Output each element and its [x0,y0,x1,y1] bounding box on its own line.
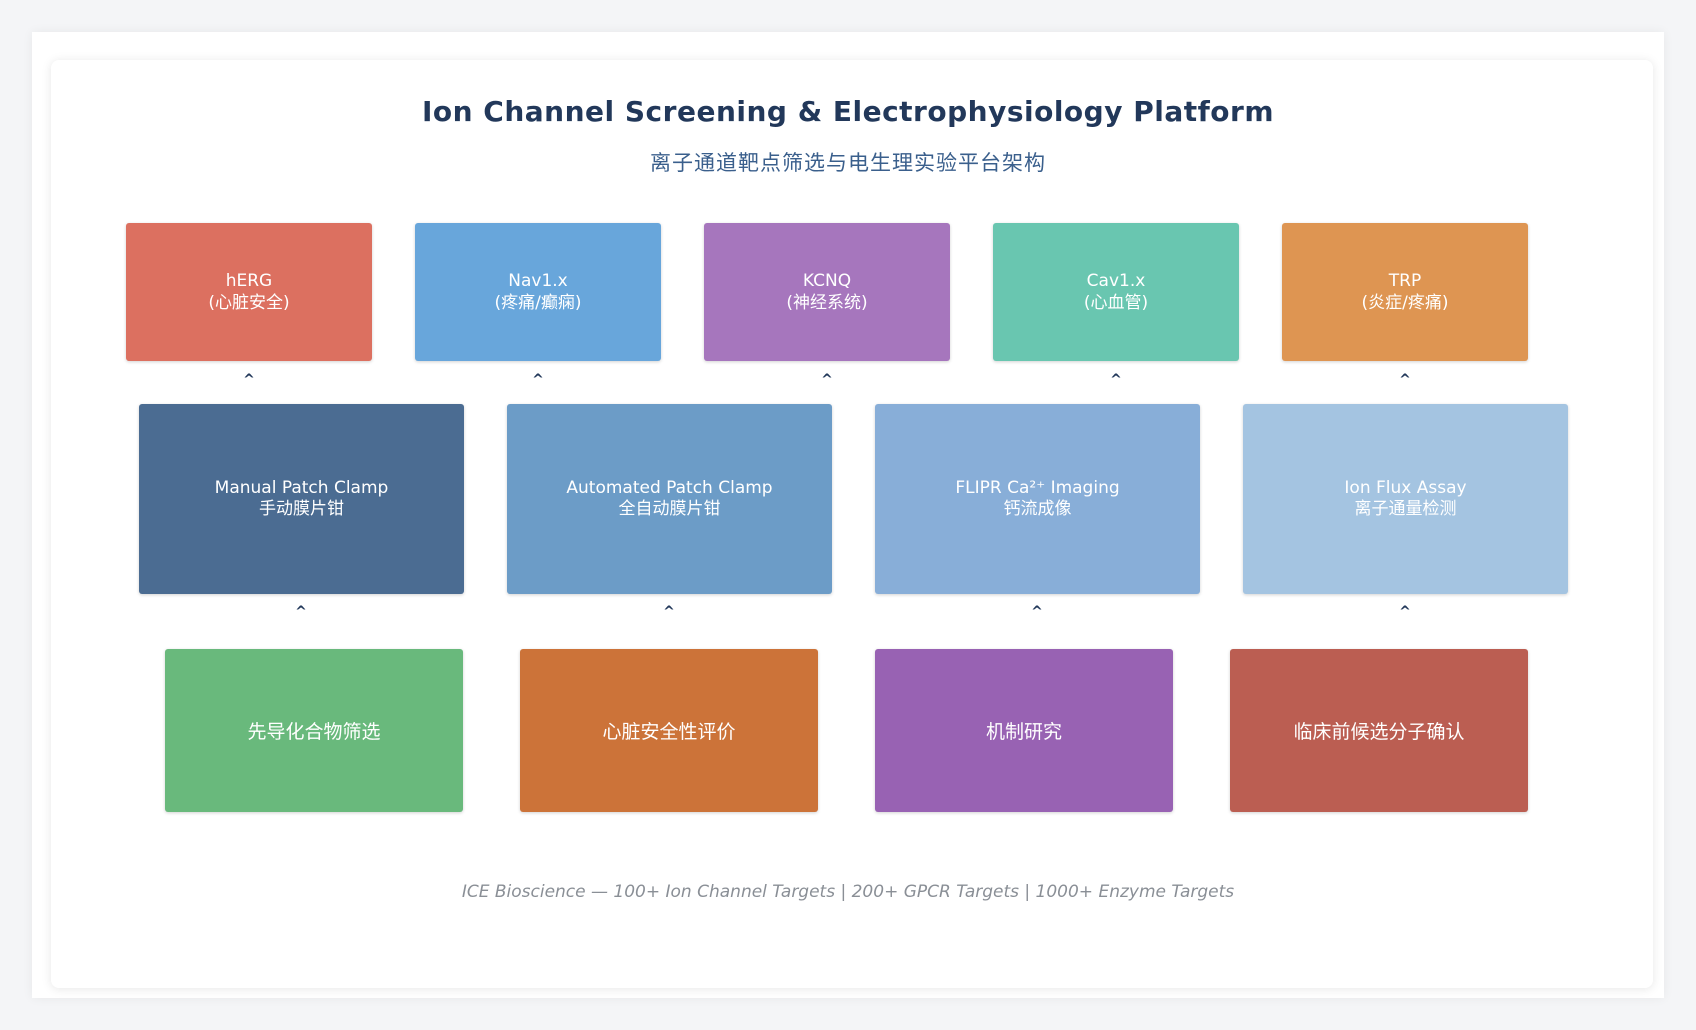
method-name: FLIPR Ca²⁺ Imaging [955,478,1120,498]
target-nav1x: Nav1.x (疼痛/癫痫) [415,223,661,361]
method-desc: 钙流成像 [1003,499,1072,519]
arrow-up-icon: ^ [663,604,675,620]
target-kcnq: KCNQ (神经系统) [704,223,950,361]
application-lead-screening: 先导化合物筛选 [165,649,463,812]
target-name: Nav1.x [508,271,568,291]
target-trp: TRP (炎症/疼痛) [1282,223,1528,361]
arrow-up-icon: ^ [295,604,307,620]
target-desc: (疼痛/癫痫) [494,293,582,313]
target-name: KCNQ [802,271,852,291]
method-manual-patch-clamp: Manual Patch Clamp 手动膜片钳 [139,404,464,594]
page-title: Ion Channel Screening & Electrophysiolog… [421,95,1275,128]
application-mechanism-study: 机制研究 [875,649,1173,812]
method-desc: 全自动膜片钳 [618,499,721,519]
target-desc: (炎症/疼痛) [1361,293,1449,313]
target-name: hERG [225,271,273,291]
method-name: Automated Patch Clamp [566,478,773,498]
target-herg: hERG (心脏安全) [126,223,372,361]
arrow-up-icon: ^ [1399,372,1411,388]
method-automated-patch-clamp: Automated Patch Clamp 全自动膜片钳 [507,404,832,594]
arrow-up-icon: ^ [532,372,544,388]
arrow-up-icon: ^ [1110,372,1122,388]
target-desc: (心脏安全) [208,293,290,313]
arrow-up-icon: ^ [821,372,833,388]
application-label: 机制研究 [985,721,1062,743]
target-name: TRP [1388,271,1422,291]
application-label: 先导化合物筛选 [247,721,381,743]
application-label: 临床前候选分子确认 [1293,721,1465,743]
method-flipr-imaging: FLIPR Ca²⁺ Imaging 钙流成像 [875,404,1200,594]
target-cav1x: Cav1.x (心血管) [993,223,1239,361]
method-name: Ion Flux Assay [1344,478,1467,498]
arrow-up-icon: ^ [1031,604,1043,620]
target-desc: (神经系统) [786,293,868,313]
application-label: 心脏安全性评价 [602,721,736,743]
method-ion-flux-assay: Ion Flux Assay 离子通量检测 [1243,404,1568,594]
method-desc: 手动膜片钳 [259,499,344,519]
page-subtitle: 离子通道靶点筛选与电生理实验平台架构 [650,151,1046,175]
arrow-up-icon: ^ [243,372,255,388]
application-cardiac-safety: 心脏安全性评价 [520,649,818,812]
method-name: Manual Patch Clamp [214,478,389,498]
method-desc: 离子通量检测 [1354,499,1457,519]
target-desc: (心血管) [1083,293,1149,313]
target-name: Cav1.x [1086,271,1146,291]
application-preclinical-candidate: 临床前候选分子确认 [1230,649,1528,812]
footer-caption: ICE Bioscience — 100+ Ion Channel Target… [461,882,1235,902]
arrow-up-icon: ^ [1399,604,1411,620]
